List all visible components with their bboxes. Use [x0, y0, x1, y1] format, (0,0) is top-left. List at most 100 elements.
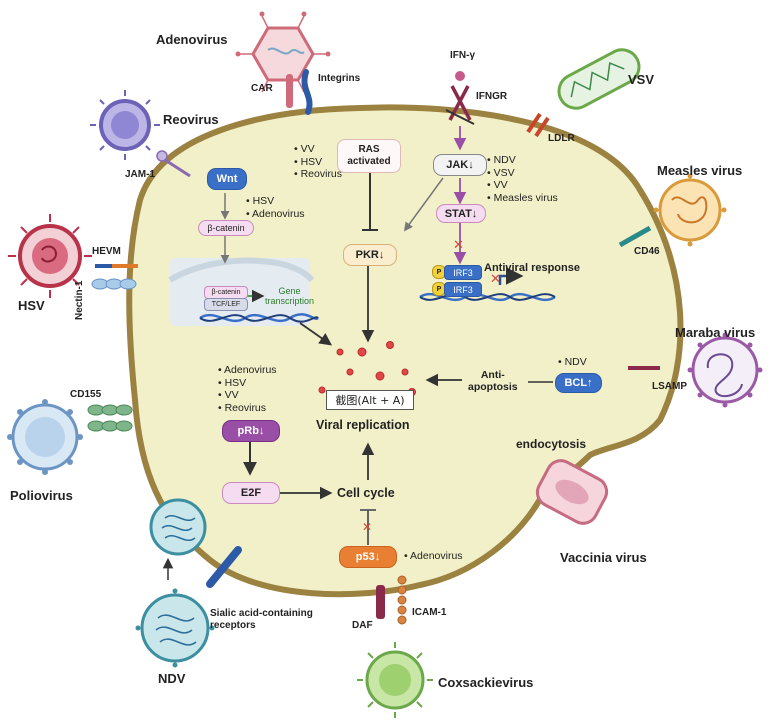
adenovirus-particle — [235, 11, 331, 93]
hsv-particle — [8, 214, 92, 298]
irf3-x-mark: ✕ — [490, 272, 501, 287]
icam1-label: ICAM-1 — [412, 607, 447, 618]
cell-cycle-label: Cell cycle — [337, 486, 395, 500]
poliovirus-label: Poliovirus — [10, 488, 73, 503]
p53-node: p53↓ — [339, 546, 397, 568]
sialic-label-2: receptors — [210, 620, 256, 631]
car-receptor — [286, 74, 293, 108]
anti-apoptosis-2: apoptosis — [468, 381, 518, 393]
wnt-list-item: HSV — [246, 195, 305, 208]
measles-particle — [653, 173, 727, 247]
p53-x-mark: ✕ — [362, 520, 372, 534]
integrin-receptor — [301, 69, 313, 115]
jak-virus-list: NDV VSV VV Measles virus — [487, 154, 558, 204]
dna-helix-2b — [419, 293, 556, 301]
ifngr-x-mark — [445, 109, 475, 125]
viral-replication-label: Viral replication — [316, 418, 410, 432]
gene-label-1: Gene — [278, 286, 301, 296]
jak-node: JAK↓ — [433, 154, 487, 176]
ldlr-label: LDLR — [548, 133, 575, 144]
p53-list-item: Adenovirus — [404, 550, 463, 563]
ras-list-item: VV — [294, 143, 342, 156]
ras-list-item: Reovirus — [294, 168, 342, 181]
prb-list-item: HSV — [218, 377, 277, 390]
sialic-label-1: Sialic acid-containing — [210, 608, 313, 619]
coxsackievirus-particle — [357, 642, 433, 718]
nectin1-receptor — [91, 278, 137, 290]
cd46-label: CD46 — [634, 246, 660, 257]
daf-label: DAF — [352, 620, 373, 631]
prb-virus-list: Adenovirus HSV VV Reovirus — [218, 364, 277, 414]
nectin1-label: Nectin-1 — [74, 280, 85, 320]
hsv-label: HSV — [18, 298, 45, 313]
ldlr-receptor — [526, 112, 550, 138]
cd46-receptor — [618, 225, 652, 248]
tcf-lef-node: TCF/LEF — [204, 298, 248, 311]
beta-catenin-node: β-catenin — [198, 220, 254, 236]
gene-label-2: transcription — [265, 296, 315, 306]
prb-list-item: Reovirus — [218, 402, 277, 415]
anti-apoptosis-label: Anti- apoptosis — [468, 369, 518, 393]
wnt-node: Wnt — [207, 168, 247, 190]
e2f-node: E2F — [222, 482, 280, 504]
arrow-nucleus-replication — [299, 322, 333, 346]
irf3-blocked-arrow — [498, 267, 524, 285]
irf3-node-2: IRF3 — [444, 282, 482, 297]
prb-list-item: VV — [218, 389, 277, 402]
vsv-label: VSV — [628, 72, 655, 87]
ras-line-2: activated — [347, 156, 391, 167]
jam1-receptor — [156, 150, 191, 178]
gene-transcription-label: Gene transcription — [265, 286, 314, 306]
arrow-jak-pkr — [403, 177, 444, 232]
integrins-label: Integrins — [318, 73, 361, 84]
jam1-label: JAM-1 — [125, 169, 156, 180]
ras-list-item: HSV — [294, 156, 342, 169]
ndv-entering-particle — [149, 498, 207, 556]
endocytosis-label: endocytosis — [516, 437, 587, 451]
maraba-particle — [687, 332, 763, 408]
vsv-particle — [557, 48, 641, 110]
inhibit-p53-cellcycle — [360, 509, 376, 545]
vaccinia-particle — [535, 459, 609, 525]
wnt-virus-list: HSV Adenovirus — [246, 195, 305, 220]
reovirus-label: Reovirus — [163, 112, 219, 127]
antiviral-response-label: Antiviral response — [484, 262, 580, 274]
ndv-particle — [135, 588, 215, 668]
jak-list-item: VV — [487, 179, 558, 192]
phospho-badge-1: P — [432, 265, 446, 279]
measles-label: Measles virus — [657, 163, 743, 178]
stat-node: STAT↓ — [436, 204, 486, 223]
prb-node: pRb↓ — [222, 420, 280, 442]
jak-list-item: NDV — [487, 154, 558, 167]
ras-activated-node: RAS activated — [337, 139, 401, 173]
bcl-virus-list: NDV — [558, 356, 587, 369]
wnt-list-item: Adenovirus — [246, 208, 305, 221]
jak-list-item: Measles virus — [487, 192, 558, 205]
sialic-acid-receptor — [206, 546, 242, 588]
car-label: CAR — [251, 83, 273, 94]
icam1-receptor — [397, 575, 407, 625]
ifngr-label: IFNGR — [476, 91, 508, 102]
cd155-receptor — [87, 404, 133, 432]
ndv-label: NDV — [158, 671, 186, 686]
dna-helix-1b — [199, 314, 319, 323]
cd155-label: CD155 — [70, 389, 102, 400]
bcl-list-item: NDV — [558, 356, 587, 369]
poliovirus-particle — [7, 399, 83, 475]
prb-list-item: Adenovirus — [218, 364, 277, 377]
jak-list-item: VSV — [487, 167, 558, 180]
maraba-label: Maraba virus — [675, 325, 756, 340]
screenshot-tooltip: 截图(Alt + A) — [326, 390, 414, 410]
adenovirus-label: Adenovirus — [156, 32, 228, 47]
ras-virus-list: VV HSV Reovirus — [294, 143, 342, 181]
reovirus-particle — [90, 90, 160, 160]
p53-virus-list: Adenovirus — [404, 550, 463, 563]
inhibit-ras-pkr — [362, 172, 378, 231]
stat-x-mark: ✕ — [453, 238, 464, 253]
vaccinia-label: Vaccinia virus — [560, 550, 647, 565]
hevm-label: HEVM — [92, 246, 121, 257]
anti-apoptosis-1: Anti- — [480, 369, 505, 381]
irf3-node-1: IRF3 — [444, 265, 482, 280]
